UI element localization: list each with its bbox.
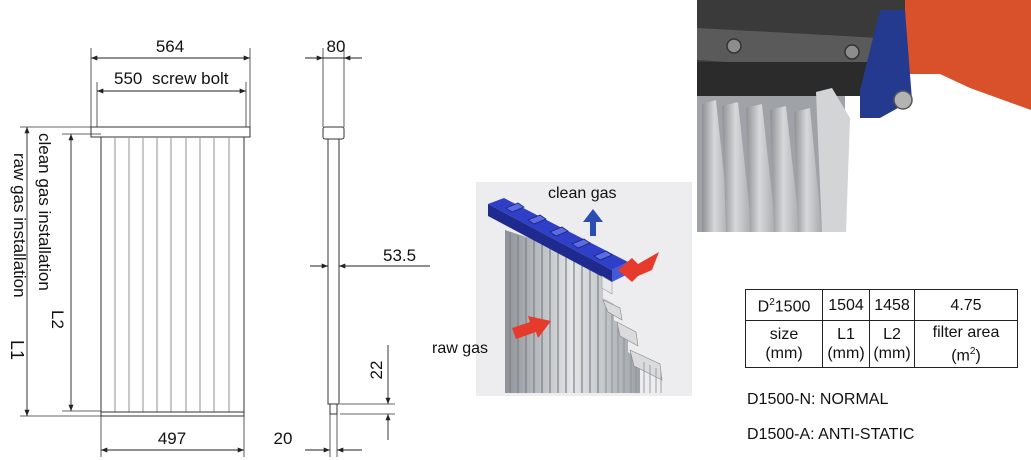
label-l2: L2 bbox=[48, 310, 67, 329]
front-pleat-lines bbox=[114, 138, 230, 413]
variant-normal: D1500-N: NORMAL bbox=[747, 391, 889, 408]
inflow-arrow-right bbox=[618, 252, 659, 282]
side-top-cap bbox=[322, 126, 345, 140]
spec-row-values: D21500 1504 1458 4.75 bbox=[745, 289, 1018, 321]
label-clean-gas: clean gas bbox=[548, 185, 617, 202]
spec-row-headers: size(mm) L1(mm) L2(mm) filter area(m2) bbox=[745, 320, 1018, 368]
cell-area-value: 4.75 bbox=[914, 289, 1018, 321]
front-bottom-cap bbox=[100, 411, 245, 417]
dim-53-5: 53.5 bbox=[383, 246, 416, 265]
photo-end-cap bbox=[860, 10, 912, 118]
cell-l2-label: L2(mm) bbox=[869, 320, 915, 368]
label-raw-gas-installation: raw gas installation bbox=[10, 153, 29, 298]
clean-gas-arrow bbox=[583, 209, 603, 236]
photo-pleats bbox=[697, 88, 850, 232]
pleat-panel-back bbox=[505, 230, 663, 393]
cell-l1-value: 1504 bbox=[822, 289, 870, 321]
raw-gas-arrow bbox=[512, 316, 551, 339]
front-top-cap bbox=[90, 126, 251, 138]
front-view: 564 550 screw bolt 497 L1 raw gas instal… bbox=[7, 37, 251, 457]
label-l1: L1 bbox=[7, 340, 27, 360]
cell-area-label: filter area(m2) bbox=[914, 320, 1018, 368]
label-clean-gas-installation: clean gas installation bbox=[35, 133, 54, 291]
side-body bbox=[327, 138, 340, 405]
spec-table: D21500 1504 1458 4.75 size(mm) L1(mm) L2… bbox=[745, 289, 1018, 368]
side-foot bbox=[329, 403, 338, 415]
front-body bbox=[100, 136, 245, 415]
flow-illustration: clean gas raw gas bbox=[432, 182, 692, 396]
cell-size-label: size(mm) bbox=[745, 320, 823, 368]
dim-80: 80 bbox=[327, 37, 346, 56]
product-photo bbox=[697, 0, 1031, 232]
label-raw-gas: raw gas bbox=[432, 340, 488, 357]
dim-550-label: screw bolt bbox=[152, 69, 229, 88]
cell-model: D21500 bbox=[745, 289, 823, 321]
dim-564: 564 bbox=[156, 37, 184, 56]
cell-l2-value: 1458 bbox=[869, 289, 915, 321]
cell-l1-label: L1(mm) bbox=[822, 320, 870, 368]
dim-550: 550 bbox=[114, 69, 142, 88]
side-view: 80 53.5 22 20 bbox=[274, 37, 430, 457]
dim-497: 497 bbox=[158, 429, 186, 448]
dim-20: 20 bbox=[274, 429, 293, 448]
variant-anti-static: D1500-A: ANTI-STATIC bbox=[747, 426, 915, 443]
dim-22: 22 bbox=[367, 361, 386, 380]
clean-gas-housing bbox=[488, 198, 628, 295]
